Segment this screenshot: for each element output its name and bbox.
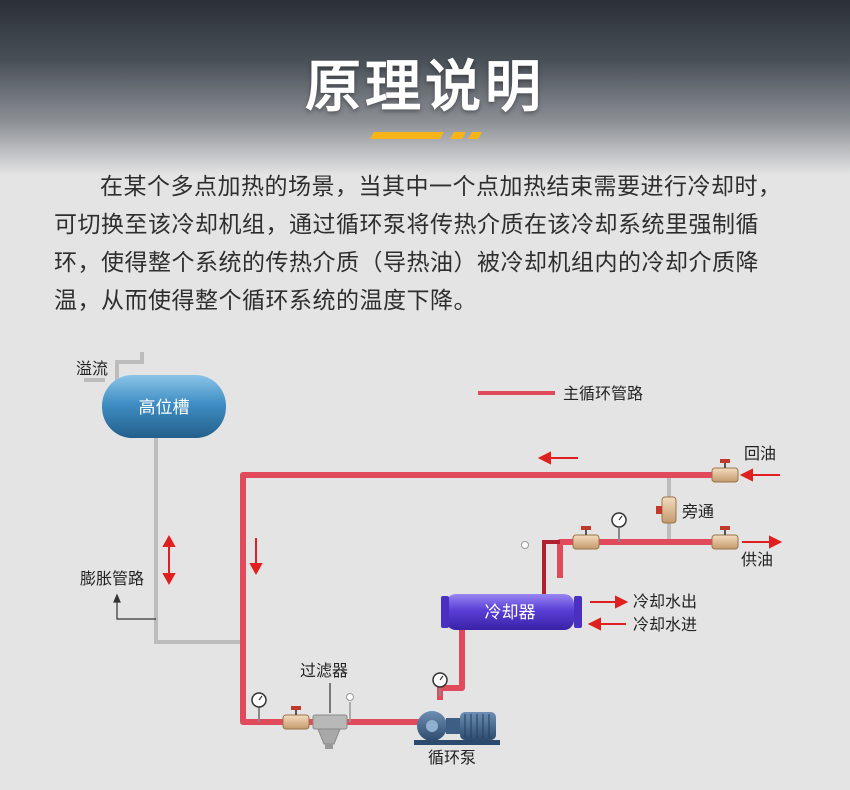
filter-label: 过滤器 — [300, 661, 348, 680]
flow-arrow-top — [537, 451, 578, 465]
cooler: 冷却器 — [441, 594, 582, 630]
inlet-valve — [282, 706, 310, 730]
cooling-system-diagram: 主循环管路 高位槽 溢流 膨胀管路 回油 旁通 — [76, 352, 783, 767]
bypass-valve — [656, 496, 677, 524]
inlet-gauge — [251, 692, 267, 722]
circulation-pump — [414, 711, 500, 745]
expansion-pipe-label: 膨胀管路 — [80, 569, 144, 588]
return-oil-label: 回油 — [744, 444, 776, 463]
cooling-water-out-arrow — [590, 595, 629, 609]
return-oil-valve — [711, 459, 739, 483]
pump-label: 循环泵 — [428, 748, 476, 767]
cooler-label: 冷却器 — [485, 603, 536, 623]
supply-oil-arrow — [742, 535, 783, 549]
bidirectional-arrow — [162, 534, 176, 586]
header-background — [0, 0, 850, 175]
overflow-label: 溢流 — [76, 359, 108, 378]
title-underline-long — [369, 132, 445, 139]
bypass-label: 旁通 — [682, 502, 714, 521]
legend-label: 主循环管路 — [563, 384, 643, 403]
high-level-tank: 高位槽 — [102, 375, 226, 438]
intro-paragraph: 在某个多点加热的场景，当其中一个点加热结束需要进行冷却时，可切换至该冷却机组，通… — [54, 174, 782, 314]
expansion-pointer — [113, 593, 156, 620]
cooling-water-in-label: 冷却水进 — [633, 615, 697, 634]
supply-gauge — [611, 512, 627, 542]
pump-gauge — [432, 672, 448, 696]
return-oil-arrow — [739, 468, 780, 482]
cooler-outlet-pipe — [542, 540, 560, 595]
filter-vent-icon — [346, 693, 354, 722]
cooling-water-out-label: 冷却水出 — [633, 592, 697, 611]
tank-label: 高位槽 — [139, 398, 190, 418]
filter — [312, 714, 348, 749]
supply-oil-label: 供油 — [741, 550, 773, 569]
page-title: 原理说明 — [305, 55, 545, 120]
supply-valve-2 — [711, 526, 739, 550]
down-arrow-left — [249, 538, 263, 576]
cooling-water-in-arrow — [587, 617, 626, 631]
vent-icon — [521, 541, 529, 549]
supply-valve-1 — [572, 526, 600, 550]
